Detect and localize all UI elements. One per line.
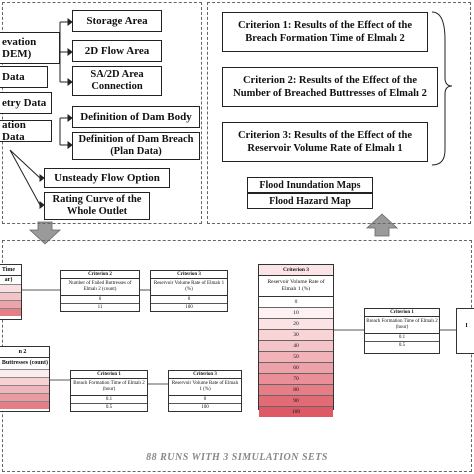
hazard-box: Flood Hazard Map	[247, 193, 373, 209]
table-row: 0	[169, 396, 241, 404]
criterion-2-box: Criterion 2: Results of the Effect of th…	[222, 67, 438, 107]
criterion-3-box: Criterion 3: Results of the Effect of th…	[222, 122, 428, 162]
table-criterion-1-right: Criterion 1 Breach Formation Time of Elm…	[364, 308, 440, 354]
dam-body-box: Definition of Dam Body	[72, 106, 200, 128]
table-criterion-2: Criterion 2 Number of Failed Buttresses …	[60, 270, 140, 312]
table-row: 90	[259, 395, 333, 407]
table-row: 0	[259, 296, 333, 308]
dam-breach-box: Definition of Dam Breach (Plan Data)	[72, 132, 200, 160]
left-partial-table-bottom: n 2 d Buttresses (count)	[0, 346, 50, 412]
dam-breach-label: Definition of Dam Breach (Plan Data)	[78, 133, 194, 157]
table-row: 50	[259, 351, 333, 363]
table-desc: Breach Formation Time of Elmalı 2 (hour)	[365, 317, 439, 334]
inundation-label: Flood Inundation Maps	[259, 179, 361, 191]
criteria-frame	[207, 2, 471, 224]
table-row: 0.1	[71, 396, 147, 404]
table-row: 70	[259, 373, 333, 385]
dem-label: DEM)	[2, 48, 32, 60]
table-row: 60	[259, 362, 333, 374]
elevation-box: evation DEM)	[0, 32, 60, 64]
hazard-label: Flood Hazard Map	[269, 195, 351, 207]
table-header: Criterion 1	[71, 371, 147, 379]
left-top-sub: ar)	[4, 277, 13, 283]
rating-curve-label: Rating Curve of the Whole Outlet	[52, 193, 142, 217]
table-criterion-3-bottom: Criterion 3 Reservoir Volume Rate of Elm…	[168, 370, 242, 412]
table-row: 10	[259, 307, 333, 319]
elevation-label: evation	[2, 35, 37, 48]
table-row: 0.5	[105, 404, 113, 410]
criterion-1-box: Criterion 1: Results of the Effect of th…	[222, 12, 428, 52]
unsteady-flow-box: Unsteady Flow Option	[44, 168, 170, 188]
table-desc: Reservoir Volume Rate of Elmalı 1 (%)	[169, 379, 241, 396]
simulation-footer: 88 RUNS WITH 3 SIMULATION SETS	[146, 452, 328, 463]
flow-area-label: 2D Flow Area	[84, 45, 150, 57]
connection-label: SA/2D Area Connection	[90, 68, 144, 92]
table-row: 0	[151, 296, 227, 304]
storage-area-label: Storage Area	[86, 15, 148, 27]
geometry-box: etry Data	[0, 92, 52, 114]
inundation-box: Flood Inundation Maps	[247, 177, 373, 193]
junction-box: ation Data	[0, 119, 52, 143]
table-row: 0.1	[365, 334, 439, 342]
rating-curve-box: Rating Curve of the Whole Outlet	[44, 192, 150, 220]
table-row: 6	[61, 296, 139, 304]
flow-area-box: 2D Flow Area	[72, 40, 162, 62]
criterion-2-label: Criterion 2: Results of the Effect of th…	[233, 74, 427, 99]
criterion-3-label: Criterion 3: Results of the Effect of th…	[237, 129, 413, 154]
left-partial-table-top: Time ar)	[0, 264, 22, 320]
table-criterion-3-top: Criterion 3 Reservoir Volume Rate of Elm…	[150, 270, 228, 312]
table-row: 100	[259, 406, 333, 417]
geometry-label: etry Data	[2, 97, 47, 109]
junction-label: ation Data	[2, 119, 26, 143]
criterion-1-label: Criterion 1: Results of the Effect of th…	[237, 19, 413, 44]
left-bottom-desc: d Buttresses (count)	[0, 360, 48, 366]
table-row: 0.5	[398, 342, 406, 348]
table-desc: Number of Failed Buttresses of Elmalı 2 …	[61, 279, 139, 296]
right-partial-letter: I	[465, 323, 468, 329]
table-header: Criterion 1	[365, 309, 439, 317]
table-desc: Reservoir Volume Rate of Elmalı 1 (%)	[151, 279, 227, 296]
unsteady-flow-label: Unsteady Flow Option	[54, 172, 160, 184]
table-row: 100	[201, 404, 209, 410]
table-right-partial: I	[456, 308, 474, 354]
table-desc: Breach Formation Time of Elmalı 2 (hour)	[71, 379, 147, 396]
table-row: 11	[97, 304, 103, 310]
left-bottom-header: n 2	[0, 347, 49, 358]
table-row: 80	[259, 384, 333, 396]
table-row: 30	[259, 329, 333, 341]
dam-body-label: Definition of Dam Body	[80, 111, 192, 123]
table-criterion-1-bottom: Criterion 1 Breach Formation Time of Elm…	[70, 370, 148, 412]
data-box: Data	[0, 66, 48, 88]
table-row: 100	[185, 304, 193, 310]
connection-box: SA/2D Area Connection	[72, 66, 162, 96]
table-header: Criterion 3	[151, 271, 227, 279]
table-row: 20	[259, 318, 333, 330]
storage-area-box: Storage Area	[72, 10, 162, 32]
data-label: Data	[2, 71, 25, 83]
table-header: Criterion 2	[61, 271, 139, 279]
left-top-header: Time	[0, 265, 21, 276]
table-header: Criterion 3	[259, 265, 333, 276]
table-header: Criterion 3	[169, 371, 241, 379]
table-criterion-3-big: Criterion 3 Reservoir Volume Rate of Elm…	[258, 264, 334, 417]
table-desc: Reservoir Volume Rate of Elmalı 1 (%)	[259, 276, 333, 297]
table-row: 40	[259, 340, 333, 352]
